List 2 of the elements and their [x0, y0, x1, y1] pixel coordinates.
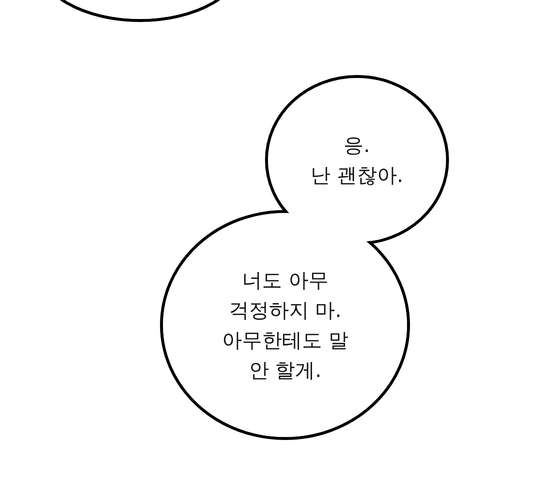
speech-text: 응. 난 괜찮아. — [310, 132, 404, 189]
speech-text: 너도 아무 걱정하지 마. 아무한테도 말 안 할게. — [222, 267, 348, 384]
